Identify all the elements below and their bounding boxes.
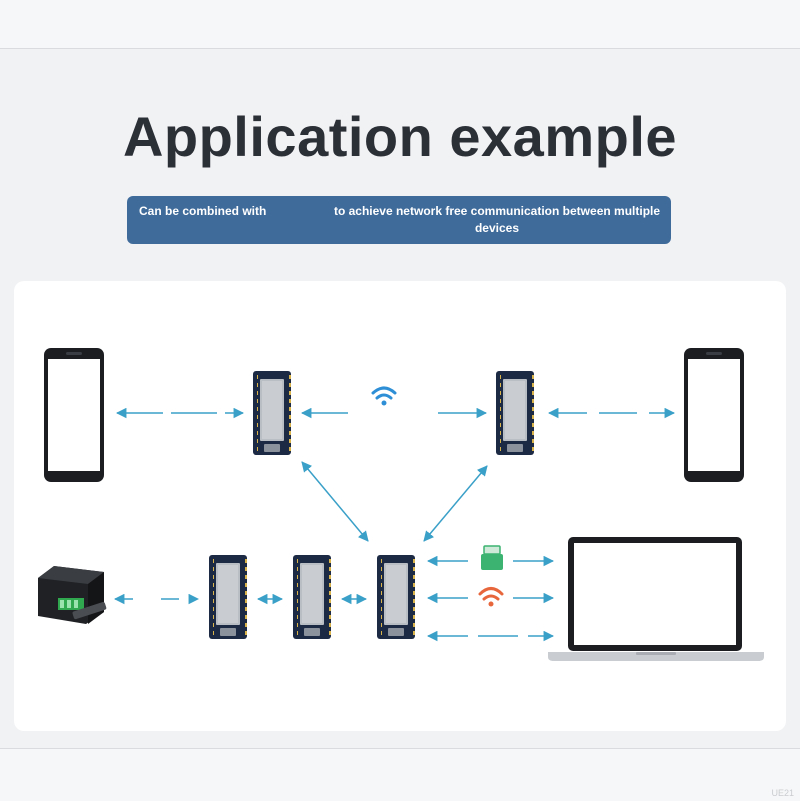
watermark-text: UE21: [771, 788, 794, 798]
smartphone-icon: [684, 348, 744, 482]
arrow-diagonal-left: [301, 461, 369, 542]
dev-board-icon: [253, 371, 291, 455]
dev-board-icon: [377, 555, 415, 639]
usb-dongle-icon: [481, 545, 503, 570]
arrow-diagonal-right: [423, 465, 488, 542]
laptop-icon: [548, 537, 764, 661]
banner-lead-text: Can be combined with: [139, 204, 267, 218]
relay-controller-icon: [38, 566, 107, 624]
connector-arrows: [113, 407, 676, 642]
top-bar: [0, 0, 800, 49]
dev-board-icon: [293, 555, 331, 639]
page-title: Application example: [122, 105, 678, 168]
smartphone-icon: [44, 348, 104, 482]
description-banner: Can be combined with to achieve network …: [127, 196, 671, 244]
banner-rest-text: to achieve network free communication be…: [333, 204, 661, 235]
dev-board-icon: [496, 371, 534, 455]
wifi-icon: [371, 386, 397, 406]
wifi-icon: [478, 587, 504, 607]
dev-board-icon: [209, 555, 247, 639]
bottom-bar: [0, 748, 800, 801]
